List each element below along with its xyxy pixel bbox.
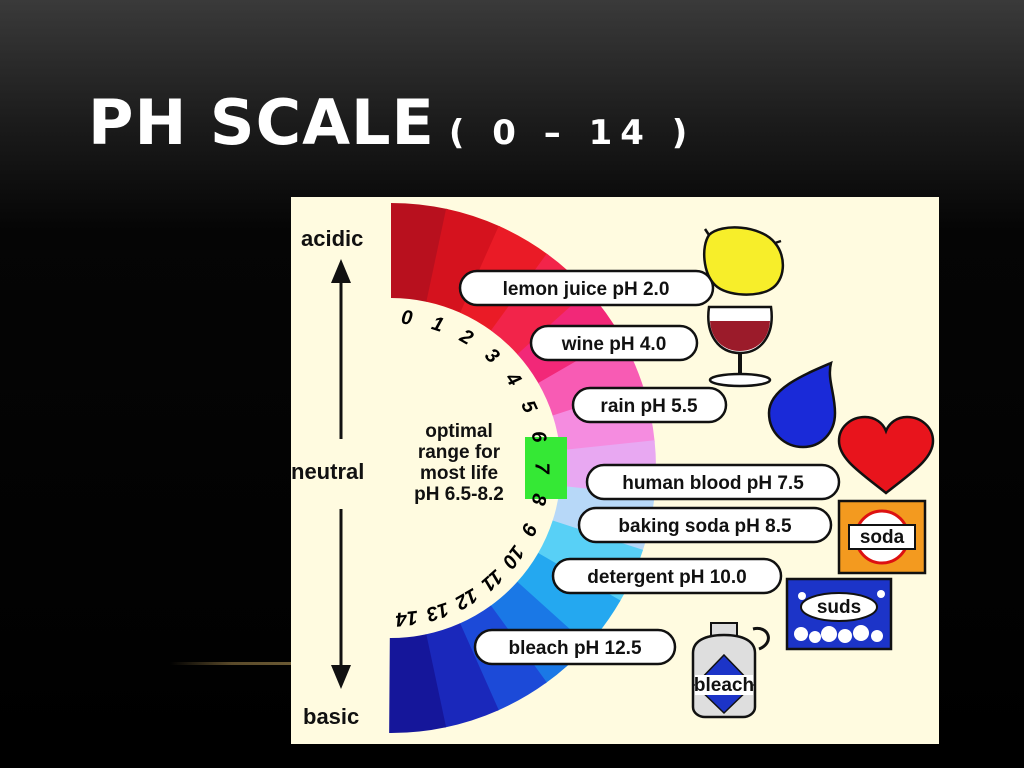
ph-number-11: 11 bbox=[477, 565, 507, 595]
accent-line bbox=[170, 662, 294, 665]
label-wine: wine pH 4.0 bbox=[529, 324, 699, 362]
ph-segment-14 bbox=[389, 634, 447, 733]
label-detergent-text: detergent pH 10.0 bbox=[587, 567, 746, 588]
ph-number-14: 14 bbox=[395, 606, 419, 630]
ph-number-9: 9 bbox=[516, 520, 541, 540]
neutral-label: neutral bbox=[291, 459, 364, 484]
soda-box-icon: soda bbox=[837, 499, 927, 575]
ph-segment-0 bbox=[391, 203, 448, 302]
acidic-label: acidic bbox=[301, 226, 363, 251]
optimal-line-4: pH 6.5-8.2 bbox=[414, 484, 504, 505]
optimal-line-1: optimal bbox=[425, 421, 493, 442]
ph-segment-10 bbox=[516, 553, 621, 647]
title-text: PH SCALE bbox=[88, 86, 435, 159]
ph-number-0: 0 bbox=[400, 307, 413, 330]
wine-glass-icon bbox=[707, 305, 773, 388]
label-bleach: bleach pH 12.5 bbox=[473, 628, 677, 666]
suds-box-icon: suds bbox=[785, 577, 893, 651]
ph-segment-13 bbox=[425, 623, 499, 728]
label-lemon-juice-text: lemon juice pH 2.0 bbox=[503, 279, 670, 300]
label-wine-text: wine pH 4.0 bbox=[561, 334, 667, 355]
optimal-line-2: range for bbox=[418, 442, 501, 463]
ph-number-10: 10 bbox=[498, 541, 529, 572]
label-bleach-text: bleach pH 12.5 bbox=[508, 638, 641, 659]
label-human-blood: human blood pH 7.5 bbox=[585, 463, 841, 501]
up-arrow-icon bbox=[331, 259, 351, 439]
soda-box-text: soda bbox=[860, 527, 905, 548]
lemon-icon bbox=[702, 226, 784, 296]
optimal-line-3: most life bbox=[420, 463, 498, 484]
page-title: PH SCALE ( 0 – 14 ) bbox=[88, 86, 695, 159]
ph-number-12: 12 bbox=[451, 583, 481, 613]
optimal-range-highlight bbox=[525, 437, 567, 499]
heart-icon bbox=[837, 415, 935, 495]
raindrop-icon bbox=[767, 360, 837, 449]
optimal-range-text: optimal range for most life pH 6.5-8.2 bbox=[414, 421, 504, 505]
suds-box-text: suds bbox=[817, 597, 861, 618]
label-baking-soda-text: baking soda pH 8.5 bbox=[618, 516, 792, 537]
ph-number-2: 2 bbox=[455, 325, 477, 350]
label-detergent: detergent pH 10.0 bbox=[551, 557, 783, 595]
title-range: ( 0 – 14 ) bbox=[448, 113, 696, 153]
down-arrow-icon bbox=[331, 509, 351, 689]
label-baking-soda: baking soda pH 8.5 bbox=[577, 506, 833, 544]
bleach-jug-text: bleach bbox=[694, 675, 754, 696]
basic-label: basic bbox=[303, 704, 359, 729]
ph-number-3: 3 bbox=[480, 344, 503, 368]
ph-number-5: 5 bbox=[516, 397, 541, 417]
ph-number-4: 4 bbox=[500, 368, 525, 391]
label-lemon-juice: lemon juice pH 2.0 bbox=[458, 269, 715, 307]
label-rain: rain pH 5.5 bbox=[571, 386, 728, 424]
ph-number-13: 13 bbox=[424, 597, 452, 625]
ph-number-7: 7 bbox=[531, 462, 553, 474]
label-human-blood-text: human blood pH 7.5 bbox=[622, 473, 804, 494]
label-rain-text: rain pH 5.5 bbox=[600, 396, 698, 417]
ph-number-1: 1 bbox=[429, 312, 446, 336]
ph-segment-1 bbox=[426, 208, 501, 314]
bleach-jug-icon: bleach bbox=[691, 622, 770, 719]
